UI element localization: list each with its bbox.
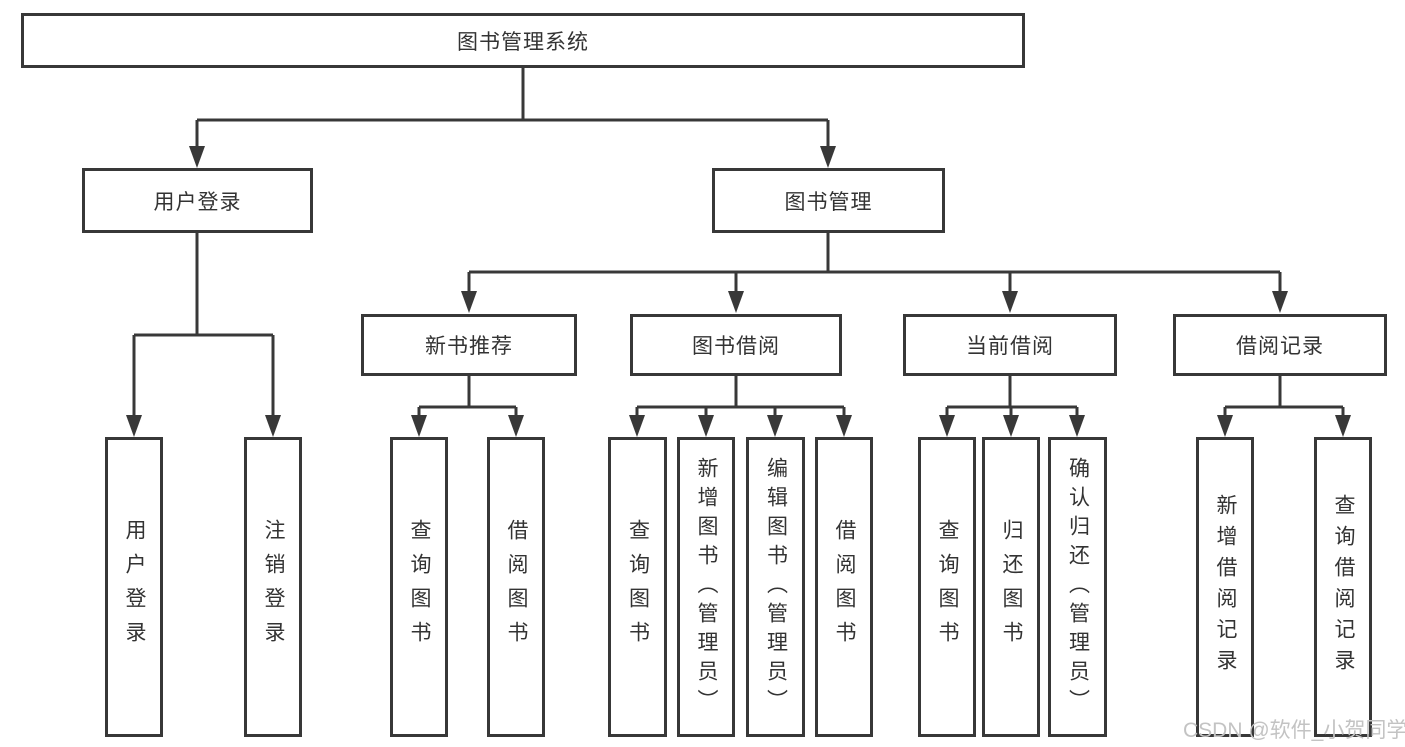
arrowhead [728,291,744,313]
node-new-book-recommend-label: 新书推荐 [425,335,513,358]
arrowhead [508,415,524,437]
node-user-login: 用户登录 [82,168,313,233]
leaf-borrow-books-recommend: 借阅图书 [487,437,545,737]
arrowhead [1002,291,1018,313]
leaf-label: 查询图书 [408,519,431,655]
node-book-borrow: 图书借阅 [630,314,842,376]
node-book-management: 图书管理 [712,168,945,233]
leaf-confirm-return-admin: 确认归还（管理员） [1048,437,1107,737]
arrowhead [939,415,955,437]
leaf-borrow-books: 借阅图书 [815,437,873,737]
leaf-add-borrow-record: 新增借阅记录 [1196,437,1254,737]
node-library-management-system: 图书管理系统 [21,13,1025,68]
node-new-book-recommend: 新书推荐 [361,314,577,376]
node-book-management-label: 图书管理 [784,190,873,214]
connector-current-borrow [945,376,1079,421]
arrowhead [820,146,836,168]
leaf-user-login-label: 用户登录 [123,519,146,655]
leaf-label: 确认归还（管理员） [1066,456,1090,718]
leaf-query-books-current: 查询图书 [918,437,976,737]
arrowhead [1272,291,1288,313]
connector-new-book-recommend [417,376,518,421]
connector-user-login [132,233,275,419]
node-root-label: 图书管理系统 [457,30,589,54]
leaf-user-login: 用户登录 [105,437,163,737]
leaf-label: 借阅图书 [505,519,528,655]
node-borrow-records-label: 借阅记录 [1236,335,1324,358]
leaf-label: 借阅图书 [833,519,856,655]
arrowhead [1069,415,1085,437]
leaf-label: 编辑图书（管理员） [764,456,788,718]
arrowhead [461,291,477,313]
leaf-label: 查询借阅记录 [1332,494,1355,680]
arrowhead [1217,415,1233,437]
leaf-query-borrow-record: 查询借阅记录 [1314,437,1372,737]
connector-book-borrow [635,376,846,421]
arrowhead [265,415,281,437]
connector-book-management [467,233,1282,295]
arrowhead [767,415,783,437]
arrowhead [836,415,852,437]
leaf-edit-books-admin: 编辑图书（管理员） [746,437,805,737]
leaf-add-books-admin: 新增图书（管理员） [677,437,735,737]
arrowhead [698,415,714,437]
leaf-label: 新增图书（管理员） [695,456,718,718]
leaf-logout: 注销登录 [244,437,302,737]
arrowhead [1335,415,1351,437]
watermark: CSDN @软件_小贺同学 [1183,719,1405,742]
node-current-borrow: 当前借阅 [903,314,1117,376]
node-book-borrow-label: 图书借阅 [692,335,780,358]
arrowhead [189,146,205,168]
arrowhead [126,415,142,437]
arrowhead [629,415,645,437]
node-user-login-label: 用户登录 [153,190,242,214]
leaf-return-books: 归还图书 [982,437,1040,737]
node-borrow-records: 借阅记录 [1173,314,1387,376]
leaf-label: 查询图书 [626,519,650,655]
connector-root [195,68,830,150]
arrowheads [126,146,1351,437]
arrowhead [1003,415,1019,437]
leaf-label: 新增借阅记录 [1214,494,1237,680]
leaf-query-books-recommend: 查询图书 [390,437,448,737]
arrowhead [411,415,427,437]
connector-borrow-records [1223,376,1345,421]
leaf-label: 归还图书 [1000,519,1023,655]
leaf-label: 查询图书 [936,519,959,655]
leaf-logout-label: 注销登录 [262,519,285,655]
leaf-query-books-borrow: 查询图书 [608,437,667,737]
node-current-borrow-label: 当前借阅 [966,335,1054,358]
